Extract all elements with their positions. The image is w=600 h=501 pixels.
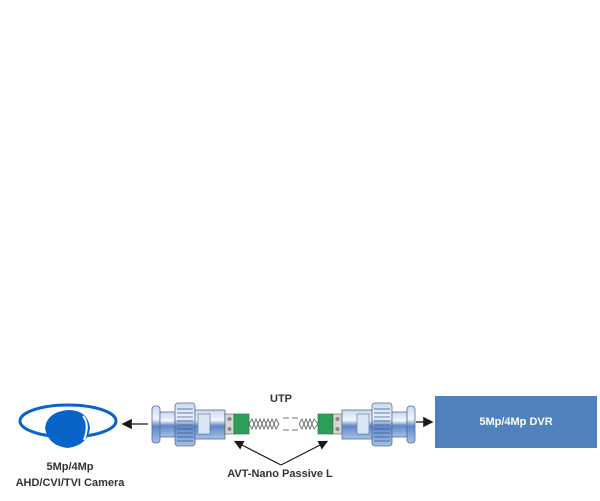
balun-right-icon xyxy=(317,413,343,435)
dvr-box: 5Mp/4Mp DVR xyxy=(435,396,597,448)
pointer-arrow-right xyxy=(280,440,329,466)
pointer-arrow-left xyxy=(233,440,282,466)
balun-label: AVT-Nano Passive L xyxy=(227,468,333,480)
balun-left-icon xyxy=(224,413,250,435)
utp-label: UTP xyxy=(270,393,292,405)
camera-label-line1: 5Mp/4Mp xyxy=(46,461,94,473)
camera-label: 5Mp/4Mp AHD/CVI/TVI Camera xyxy=(0,459,140,491)
dvr-box-shape xyxy=(435,396,597,448)
dvr-label: 5Mp/4Mp DVR xyxy=(479,416,553,428)
camera-label-line2: AHD/CVI/TVI Camera xyxy=(15,477,125,489)
bnc-connector-right-icon xyxy=(341,402,416,447)
bnc-connector-left-icon xyxy=(151,402,226,447)
utp-cable-icon xyxy=(248,417,319,431)
dome-camera-icon xyxy=(18,403,118,448)
